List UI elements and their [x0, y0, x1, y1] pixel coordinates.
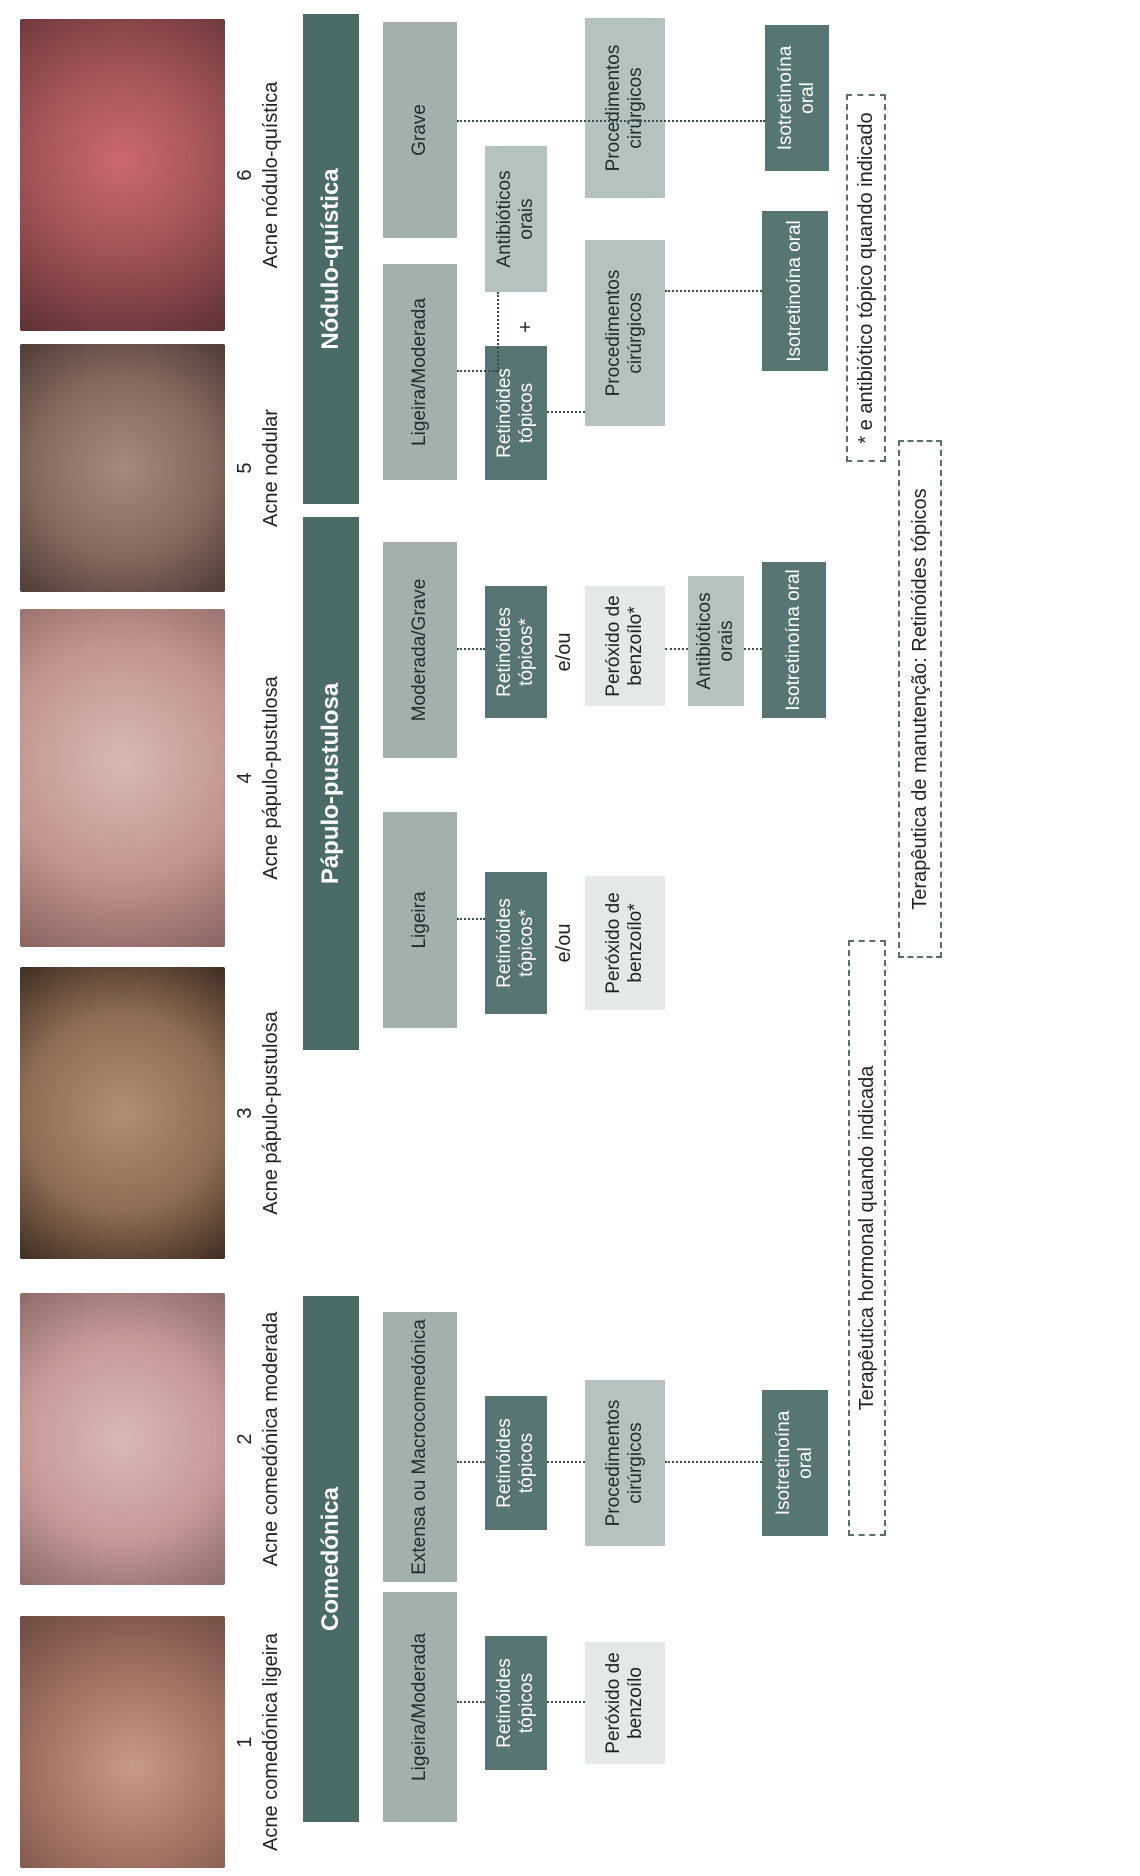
connector: [457, 120, 765, 122]
word-n1-plus: +: [515, 315, 538, 339]
connector: [457, 648, 485, 650]
case-3-caption: Acne pápulo-pustulosa: [258, 967, 284, 1259]
note-footnote: * e antibiótico tópico quando indicado: [846, 94, 886, 462]
case-2-caption: Acne comedónica moderada: [258, 1293, 284, 1585]
treatment-n1-retinoides: Retinóides tópicos: [485, 346, 547, 480]
treatment-n1-isotretinoina: Isotretinoína oral: [762, 211, 828, 371]
connector: [457, 370, 497, 372]
treatment-n1-antibioticos: Antibióticos orais: [485, 146, 547, 292]
category-comedonica: Comedónica: [303, 1296, 359, 1822]
connector: [744, 648, 762, 650]
severity-papulo-1: Ligeira: [383, 812, 457, 1028]
photo-case-6: [20, 19, 225, 331]
severity-nodulo-1: Ligeira/Moderada: [383, 264, 457, 480]
connector: [547, 1461, 585, 1463]
treatment-n2-procedimentos: Procedimentos cirúrgicos: [585, 18, 665, 198]
treatment-c2-retinoides: Retinóides tópicos: [485, 1396, 547, 1530]
caption-case-1: 1 Acne comedónica ligeira: [232, 1616, 284, 1868]
category-papulo-pustulosa: Pápulo-pustulosa: [303, 517, 359, 1050]
treatment-c1-retinoides: Retinóides tópicos: [485, 1636, 547, 1770]
case-4-number: 4: [232, 609, 258, 947]
photo-case-1: [20, 1616, 225, 1868]
photo-case-5: [20, 344, 225, 592]
connector: [665, 1461, 762, 1463]
word-p2-e-ou: e/ou: [553, 632, 576, 672]
treatment-p1-peroxido: Peróxido de benzoílo*: [585, 876, 665, 1010]
connector: [457, 918, 485, 920]
category-nodulo-quistica: Nódulo-quística: [303, 14, 359, 504]
caption-case-6: 6 Acne nódulo-quística: [232, 19, 284, 331]
case-6-caption: Acne nódulo-quística: [258, 19, 284, 331]
case-1-number: 1: [232, 1616, 258, 1868]
case-1-caption: Acne comedónica ligeira: [258, 1616, 284, 1868]
photo-case-4: [20, 609, 225, 947]
severity-comedonica-2: Extensa ou Macrocomedónica: [383, 1312, 457, 1582]
connector: [547, 411, 585, 413]
connector: [457, 1461, 485, 1463]
treatment-n2-isotretinoina: Isotretinoína oral: [765, 25, 829, 171]
case-6-number: 6: [232, 19, 258, 331]
treatment-p2-antibioticos: Antibióticos orais: [688, 576, 744, 706]
case-4-caption: Acne pápulo-pustulosa: [258, 609, 284, 947]
severity-nodulo-2: Grave: [383, 22, 457, 238]
treatment-p2-retinoides: Retinóides tópicos*: [485, 586, 547, 718]
treatment-c1-peroxido: Peróxido de benzoílo: [585, 1642, 665, 1764]
caption-case-4: 4 Acne pápulo-pustulosa: [232, 609, 284, 947]
case-3-number: 3: [232, 967, 258, 1259]
case-5-caption: Acne nodular: [258, 344, 284, 592]
photo-case-3: [20, 967, 225, 1259]
treatment-c2-procedimentos: Procedimentos cirúrgicos: [585, 1380, 665, 1546]
connector: [665, 648, 688, 650]
note-hormonal: Terapêutica hormonal quando indicada: [848, 940, 886, 1536]
photo-case-2: [20, 1293, 225, 1585]
treatment-p1-retinoides: Retinóides tópicos*: [485, 872, 547, 1014]
treatment-n1-procedimentos: Procedimentos cirúrgicos: [585, 240, 665, 426]
note-maintenance: Terapêutica de manutenção: Retinóides tó…: [898, 440, 942, 958]
treatment-p2-isotretinoina: Isotretinoína oral: [762, 562, 826, 718]
connector: [547, 1701, 585, 1703]
severity-comedonica-1: Ligeira/Moderada: [383, 1592, 457, 1822]
connector: [665, 290, 762, 292]
connector: [457, 1701, 485, 1703]
word-p1-e-ou: e/ou: [553, 923, 576, 963]
treatment-p2-peroxido: Peróxido de benzoílo*: [585, 586, 665, 706]
severity-papulo-2: Moderada/Grave: [383, 542, 457, 758]
caption-case-2: 2 Acne comedónica moderada: [232, 1293, 284, 1585]
caption-case-3: 3 Acne pápulo-pustulosa: [232, 967, 284, 1259]
connector: [497, 292, 499, 372]
case-2-number: 2: [232, 1293, 258, 1585]
caption-case-5: 5 Acne nodular: [232, 344, 284, 592]
treatment-c2-isotretinoina: Isotretinoína oral: [762, 1390, 828, 1536]
case-5-number: 5: [232, 344, 258, 592]
